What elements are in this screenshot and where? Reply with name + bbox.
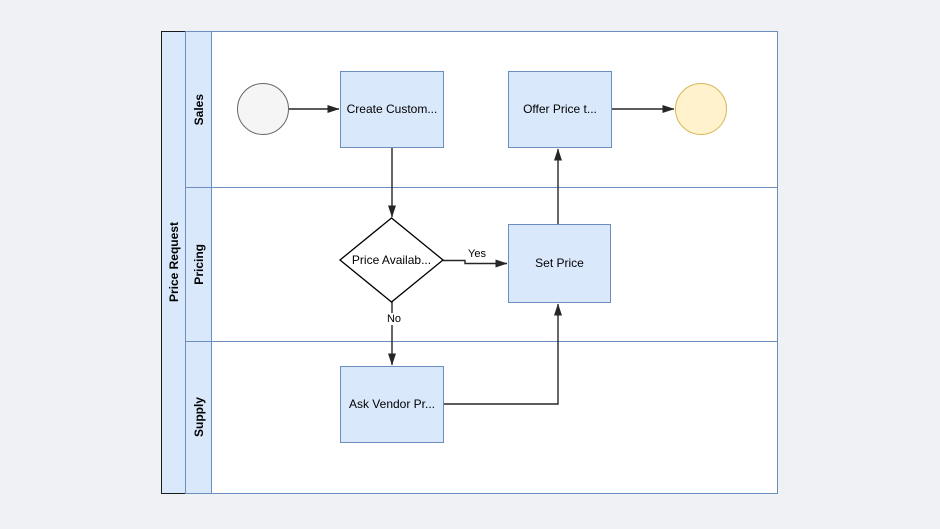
start-event[interactable]	[237, 83, 289, 135]
lane-supply-header[interactable]: Supply	[186, 342, 212, 493]
lane-supply: Supply	[186, 341, 777, 493]
end-event[interactable]	[675, 83, 727, 135]
task-offer-price[interactable]: Offer Price t...	[508, 71, 612, 148]
task-offer-price-label: Offer Price t...	[523, 102, 597, 117]
lane-sales-header[interactable]: Sales	[186, 32, 212, 187]
pool-price-request[interactable]: Price Request	[161, 31, 185, 494]
task-set-price-label: Set Price	[535, 256, 584, 271]
lane-pricing-content	[212, 188, 777, 341]
task-set-price[interactable]: Set Price	[508, 224, 611, 303]
lane-pricing: Pricing	[186, 187, 777, 341]
gateway-price-available-label: Price Availab...	[351, 253, 432, 267]
edge-label-yes: Yes	[466, 248, 488, 260]
task-create-customer-label: Create Custom...	[346, 102, 438, 117]
lane-pricing-header[interactable]: Pricing	[186, 188, 212, 341]
task-create-customer[interactable]: Create Custom...	[340, 71, 444, 148]
task-ask-vendor[interactable]: Ask Vendor Pr...	[340, 366, 444, 443]
edge-label-no: No	[384, 313, 404, 325]
lane-supply-content	[212, 342, 777, 493]
edge-gateway-yes-to-set-price[interactable]	[443, 259, 508, 268]
gateway-price-available[interactable]	[338, 217, 445, 303]
edge-ask-vendor-to-set-price[interactable]	[444, 303, 562, 405]
task-ask-vendor-label: Ask Vendor Pr...	[348, 397, 436, 412]
